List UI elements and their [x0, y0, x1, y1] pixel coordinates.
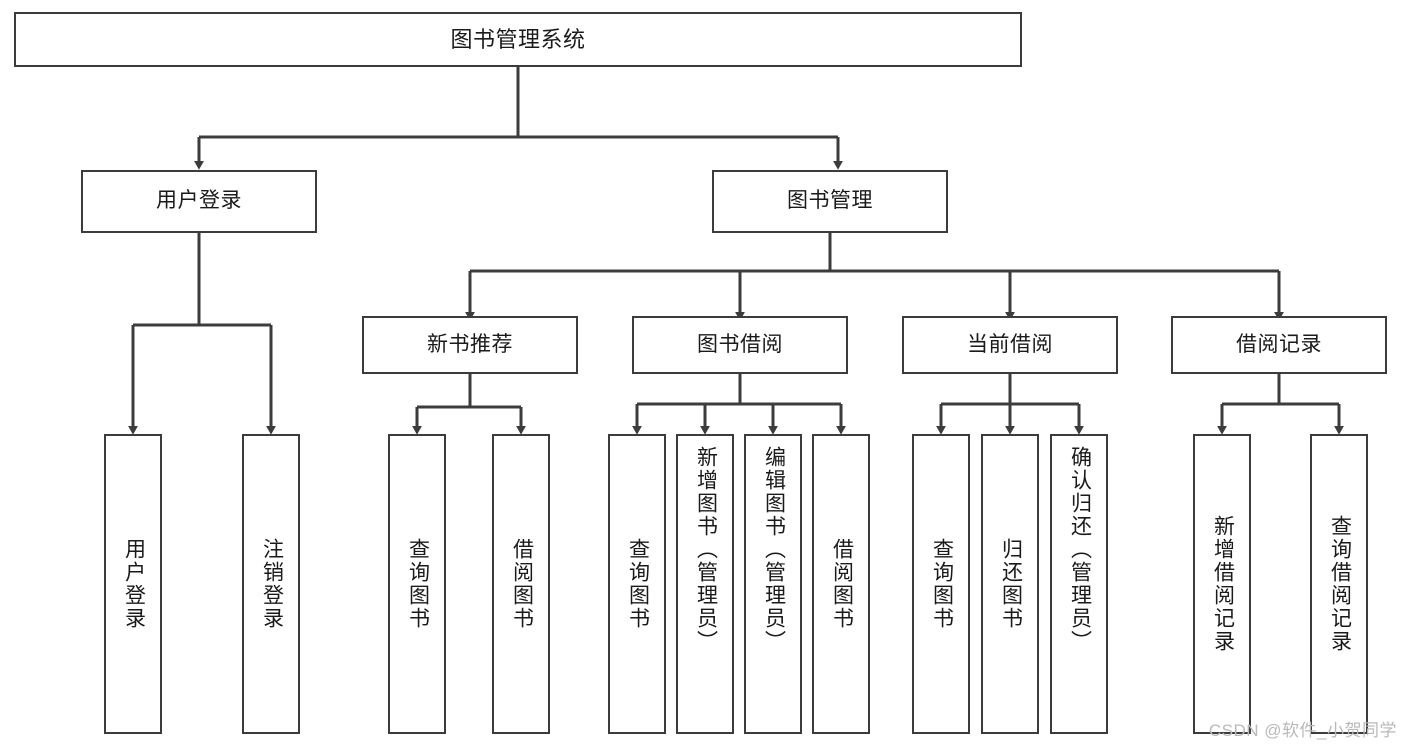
- node-label: 新增借阅记录: [1211, 515, 1235, 653]
- leaf-user-login-logout[interactable]: 注销登录: [242, 434, 300, 734]
- leaf-book-borrow-add[interactable]: 新增图书（管理员）: [676, 434, 734, 734]
- node-label: 借阅图书: [830, 538, 854, 630]
- node-root-system[interactable]: 图书管理系统: [14, 12, 1022, 67]
- node-label: 确认归还（管理员）: [1068, 446, 1092, 653]
- node-user-login[interactable]: 用户登录: [81, 170, 317, 233]
- leaf-new-book-query[interactable]: 查询图书: [388, 434, 446, 734]
- leaf-book-borrow-edit[interactable]: 编辑图书（管理员）: [744, 434, 802, 734]
- node-current-borrow[interactable]: 当前借阅: [902, 316, 1118, 374]
- node-book-management[interactable]: 图书管理: [712, 170, 948, 233]
- leaf-current-borrow-query[interactable]: 查询图书: [912, 434, 970, 734]
- node-label: 图书管理: [787, 189, 873, 213]
- node-label: 归还图书: [999, 538, 1023, 630]
- node-label: 查询图书: [930, 538, 954, 630]
- node-label: 借阅图书: [510, 538, 534, 630]
- leaf-borrow-record-query[interactable]: 查询借阅记录: [1310, 434, 1368, 734]
- leaf-current-borrow-confirm-return[interactable]: 确认归还（管理员）: [1050, 434, 1108, 734]
- node-label: 当前借阅: [967, 332, 1053, 356]
- node-label: 新增图书（管理员）: [694, 446, 718, 653]
- node-book-borrow[interactable]: 图书借阅: [632, 316, 848, 374]
- leaf-borrow-record-add[interactable]: 新增借阅记录: [1193, 434, 1251, 734]
- node-label: 图书管理系统: [450, 26, 586, 52]
- leaf-book-borrow-query[interactable]: 查询图书: [608, 434, 666, 734]
- node-borrow-record[interactable]: 借阅记录: [1171, 316, 1387, 374]
- node-label: 查询借阅记录: [1328, 515, 1352, 653]
- node-label: 查询图书: [406, 538, 430, 630]
- node-label: 编辑图书（管理员）: [762, 446, 786, 653]
- node-label: 注销登录: [260, 538, 284, 630]
- leaf-user-login-login[interactable]: 用户登录: [104, 434, 162, 734]
- node-label: 图书借阅: [697, 332, 783, 356]
- node-new-book-recommend[interactable]: 新书推荐: [362, 316, 578, 374]
- node-label: 用户登录: [156, 189, 242, 213]
- node-label: 新书推荐: [427, 332, 513, 356]
- node-label: 查询图书: [626, 538, 650, 630]
- leaf-current-borrow-return[interactable]: 归还图书: [981, 434, 1039, 734]
- leaf-new-book-borrow[interactable]: 借阅图书: [492, 434, 550, 734]
- node-label: 用户登录: [122, 538, 146, 630]
- leaf-book-borrow-borrow[interactable]: 借阅图书: [812, 434, 870, 734]
- node-label: 借阅记录: [1236, 332, 1322, 356]
